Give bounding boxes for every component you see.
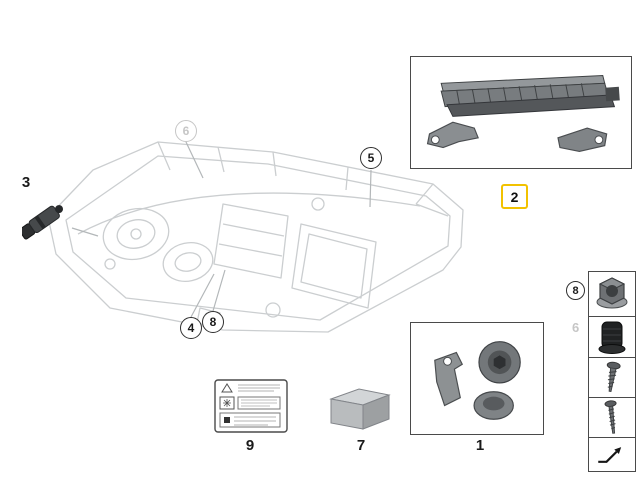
led-module-with-brackets-icon: [426, 74, 620, 152]
part-box-machine-screw[interactable]: [588, 397, 636, 438]
continuation-arrow-icon: [598, 447, 622, 463]
callout-8-side[interactable]: 8: [566, 281, 585, 300]
laser-warning-label: [214, 379, 288, 438]
packaged-box-part: [323, 386, 395, 437]
callout-9[interactable]: 9: [245, 437, 255, 454]
bulb-socket-part: [19, 194, 76, 251]
bulb-socket-icon: [19, 205, 64, 240]
callout-6[interactable]: 6: [175, 120, 197, 142]
callout-2-highlighted[interactable]: 2: [501, 184, 528, 209]
warning-label-icon: [214, 379, 288, 433]
repair-kit-parts-icon: [434, 341, 521, 420]
part-image-box-item1[interactable]: [410, 322, 544, 435]
callout-7[interactable]: 7: [356, 437, 366, 454]
callout-5[interactable]: 5: [360, 147, 382, 169]
callout-1[interactable]: 1: [475, 437, 485, 454]
callout-3[interactable]: 3: [21, 174, 31, 191]
callout-6-side[interactable]: 6: [572, 320, 580, 335]
part-box-rubber-cap[interactable]: [588, 316, 636, 358]
part-box-tapping-screw[interactable]: [588, 357, 636, 398]
hex-nut-icon: [596, 277, 628, 309]
part-box-hex-nut[interactable]: [588, 271, 636, 317]
callout-8[interactable]: 8: [202, 311, 224, 333]
rubber-cap-icon: [598, 321, 626, 354]
tapping-screw-icon: [606, 361, 621, 392]
callout-4[interactable]: 4: [180, 317, 202, 339]
leader-lines: [71, 141, 372, 318]
machine-screw-icon: [604, 400, 617, 434]
part-box-continuation-arrow[interactable]: [588, 437, 636, 472]
package-box-icon: [329, 388, 391, 430]
part-image-box-item2[interactable]: [410, 56, 632, 169]
